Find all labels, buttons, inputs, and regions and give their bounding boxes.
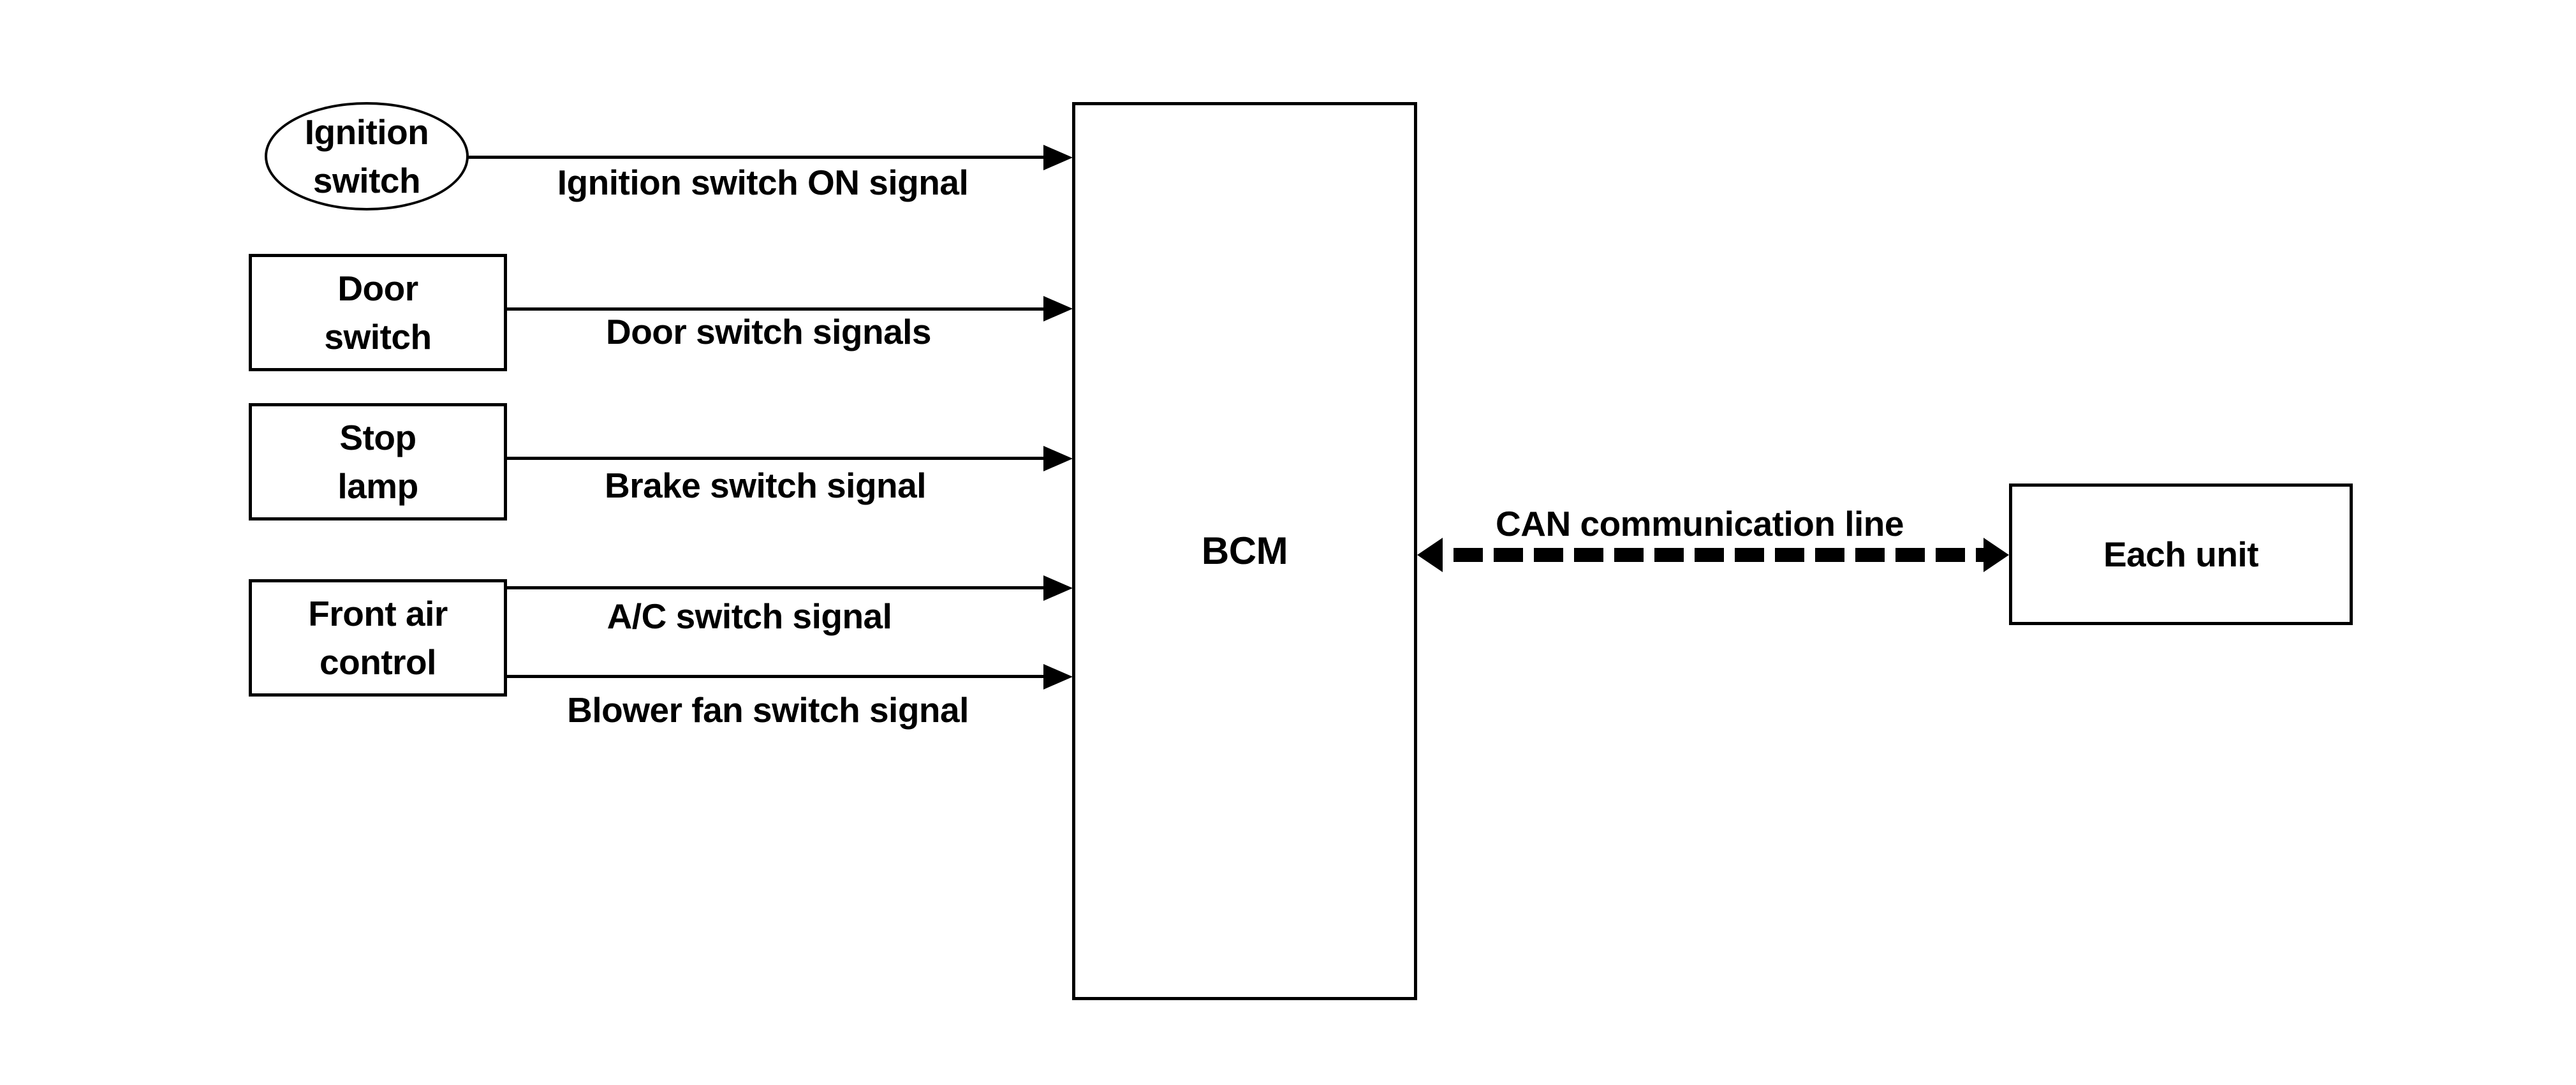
node-label: switch	[324, 317, 432, 357]
arrowhead-icon	[1043, 296, 1073, 321]
can-bus-label: CAN communication line	[1496, 504, 1904, 543]
node-label: Door	[337, 269, 418, 308]
door-switch-node: Door switch	[249, 254, 507, 371]
node-label: Front air	[308, 594, 448, 633]
bcm-node: BCM	[1072, 102, 1417, 1000]
node-label: control	[320, 642, 436, 682]
can-arrowhead-right-icon	[1984, 538, 2009, 572]
node-label: Ignition	[304, 112, 429, 152]
signal-label-door: Door switch signals	[605, 312, 932, 351]
arrow-line-door	[507, 307, 1043, 311]
arrow-line-brake	[507, 457, 1043, 460]
node-label: BCM	[1201, 529, 1288, 572]
each-unit-node: Each unit	[2009, 483, 2353, 625]
arrowhead-icon	[1043, 446, 1073, 471]
node-label: lamp	[337, 466, 418, 506]
front-air-control-node: Front air control	[249, 579, 507, 697]
node-label: Stop	[339, 418, 416, 457]
arrowhead-icon	[1043, 575, 1073, 601]
arrowhead-icon	[1043, 664, 1073, 690]
signal-label-ignition: Ignition switch ON signal	[557, 163, 969, 202]
can-bus-line	[1443, 548, 1984, 562]
signal-label-brake: Brake switch signal	[604, 466, 927, 505]
arrow-line-ignition	[467, 156, 1043, 159]
stop-lamp-node: Stop lamp	[249, 403, 507, 520]
can-arrowhead-left-icon	[1417, 538, 1443, 572]
node-label: Each unit	[2103, 535, 2259, 574]
arrowhead-icon	[1043, 145, 1073, 170]
arrow-line-ac	[507, 586, 1043, 589]
arrow-line-blower	[507, 675, 1043, 678]
node-label: switch	[313, 161, 421, 200]
ignition-switch-node: Ignition switch	[265, 102, 469, 210]
signal-label-ac: A/C switch signal	[607, 596, 892, 636]
signal-label-blower: Blower fan switch signal	[567, 690, 969, 730]
